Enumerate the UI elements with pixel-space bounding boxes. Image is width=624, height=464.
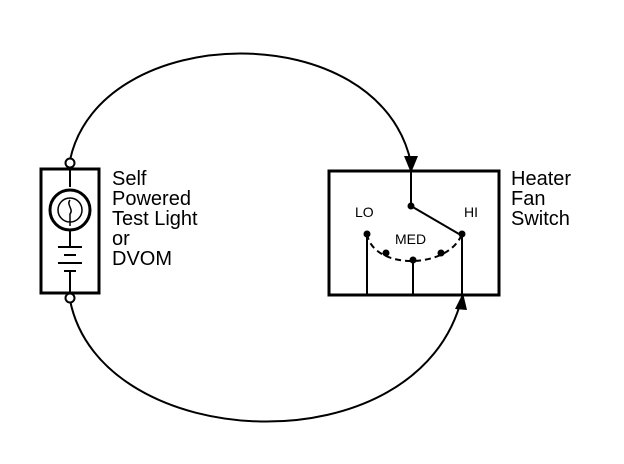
tester-label-line-4: or [112,228,130,250]
top-terminal [64,157,76,169]
bottom-lead-arrowhead [455,293,467,310]
switch-label-line-1: Heater [511,168,572,190]
switch-detent-arc [366,233,463,262]
switch-label-line-3: Switch [511,208,570,230]
switch-label: Heater Fan Switch [511,169,571,229]
battery-icon [58,246,82,272]
switch-label-line-2: Fan [511,188,546,210]
hi-label: HI [464,204,478,220]
switch-blade [410,205,460,235]
bottom-test-lead [69,296,463,423]
tester-label-line-1: Self [112,168,147,190]
med-left-contact [382,249,390,257]
tester-label-line-3: Test Light [112,208,198,230]
top-lead-arrowhead [404,156,418,173]
top-test-lead [69,52,412,164]
lamp-filament [68,199,72,226]
med-right-contact [437,249,445,257]
med-label: MED [395,231,427,247]
tester-label-line-2: Powered [112,188,191,210]
lo-label: LO [355,204,374,220]
tester-label-line-5: DVOM [112,248,172,270]
tester-label: Self Powered Test Light or DVOM [112,169,198,269]
bottom-terminal [64,292,76,304]
